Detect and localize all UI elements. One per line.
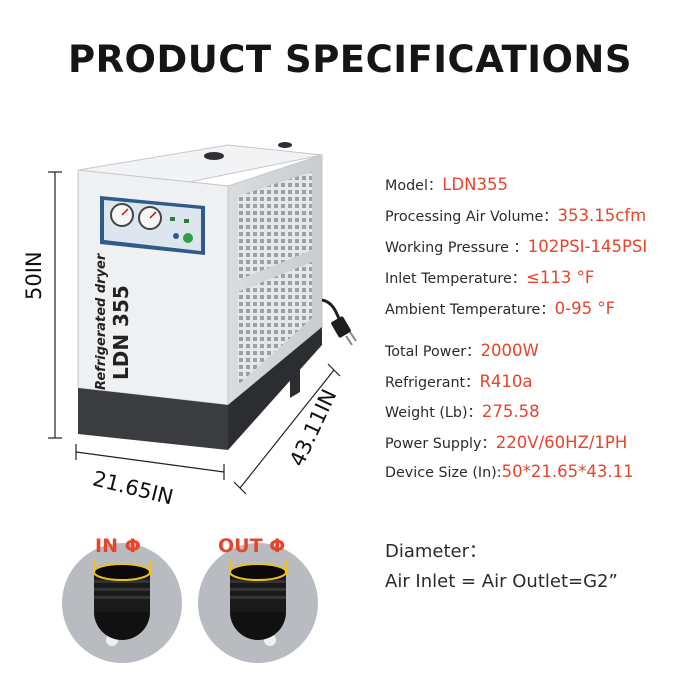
spec-label: Weight (Lb)： [385, 405, 482, 421]
spec-label: Inlet Temperature： [385, 271, 527, 287]
spec-value: 2000W [480, 341, 539, 360]
side-vent-upper [238, 172, 312, 280]
top-port [204, 152, 224, 160]
panel-label-line1: Refrigerated dryer [94, 252, 109, 390]
top-port [278, 142, 292, 148]
spec-label: Device Size (In): [385, 465, 502, 481]
spec-row: Power Supply：220V/60HZ/1PH [385, 432, 627, 453]
width-dimension-line [75, 444, 225, 480]
spec-row: Inlet Temperature：≤113 °F [385, 267, 594, 288]
spec-value: 275.58 [481, 402, 540, 421]
spec-value: ≤113 °F [526, 268, 595, 287]
spec-row: Processing Air Volume：353.15cfm [385, 205, 646, 226]
diameter-text: Air Inlet = Air Outlet=G2” [385, 571, 618, 592]
spec-value: 353.15cfm [557, 206, 647, 225]
spec-label: Ambient Temperature： [385, 302, 555, 318]
spec-label: Model： [385, 178, 443, 194]
cabinet-base-front [78, 388, 228, 450]
spec-label: Processing Air Volume： [385, 209, 558, 225]
panel-label-line2: LDN 355 [109, 285, 133, 380]
spec-label: Total Power： [385, 344, 481, 360]
depth-dimension-line [233, 363, 341, 495]
spec-row: Working Pressure ：102PSI-145PSI [385, 236, 647, 257]
spec-value: R410a [479, 372, 533, 391]
spec-label: Working Pressure ： [385, 240, 528, 256]
spec-value: 50*21.65*43.11 [501, 462, 634, 481]
spec-row: Device Size (In):50*21.65*43.11 [385, 462, 634, 481]
height-dimension-label: 50IN [22, 251, 46, 300]
height-dimension-line [48, 171, 62, 439]
spec-value: 102PSI-145PSI [527, 237, 648, 256]
spec-label: Power Supply： [385, 436, 496, 452]
page-title: PRODUCT SPECIFICATIONS [67, 38, 633, 81]
side-vent-lower [238, 262, 312, 385]
diameter-heading: Diameter： [385, 541, 488, 562]
inlet-port-image [62, 543, 182, 663]
power-button [183, 233, 193, 243]
spec-label: Refrigerant： [385, 375, 480, 391]
outlet-port-image [198, 543, 318, 663]
spec-row: Ambient Temperature：0-95 °F [385, 298, 615, 319]
inlet-label: IN Φ [95, 535, 141, 557]
spec-value: LDN355 [442, 175, 508, 194]
spec-row: Model：LDN355 [385, 174, 508, 195]
spec-value: 0-95 °F [554, 299, 616, 318]
spec-row: Total Power：2000W [385, 340, 539, 361]
cabinet-base-side [228, 327, 322, 450]
spec-value: 220V/60HZ/1PH [495, 433, 628, 452]
outlet-label: OUT Φ [218, 535, 286, 557]
spec-row: Weight (Lb)：275.58 [385, 401, 540, 422]
spec-row: Refrigerant：R410a [385, 371, 533, 392]
base-foot [290, 362, 300, 398]
